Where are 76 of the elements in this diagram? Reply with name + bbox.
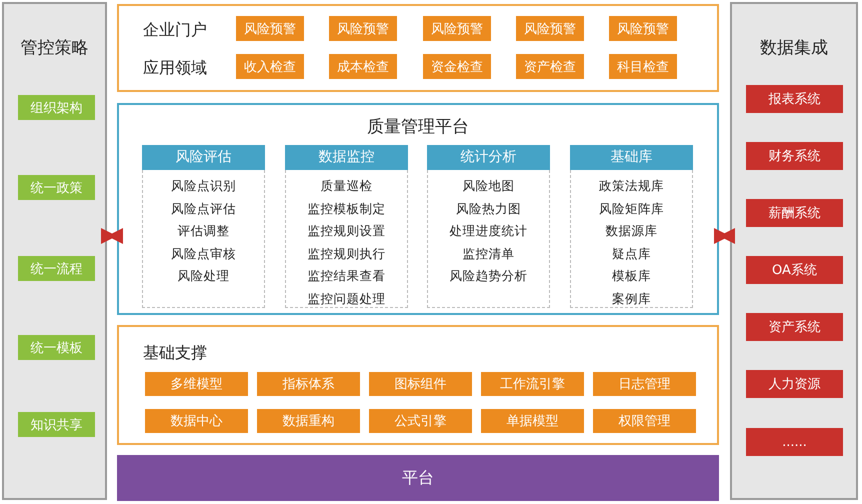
strategy-tag: 统一政策 <box>18 175 95 200</box>
double-arrow <box>714 228 735 244</box>
row-label: 应用领域 <box>143 58 207 79</box>
column-header: 基础库 <box>570 145 693 170</box>
module-tag: 风险预警 <box>423 16 491 41</box>
system-tag: 财务系统 <box>746 142 843 170</box>
module-column <box>427 145 550 308</box>
module-column <box>570 145 693 308</box>
panel-title: 数据集成 <box>759 37 829 59</box>
module-tag: 成本检查 <box>329 54 397 79</box>
list-item: 监控规则执行 <box>306 246 386 262</box>
module-tag: 数据中心 <box>145 409 248 433</box>
double-arrow <box>101 228 123 244</box>
module-tag: 图标组件 <box>369 372 472 396</box>
list-item: 质量巡检 <box>320 178 374 194</box>
module-tag: 收入检查 <box>236 54 304 79</box>
list-item: 风险点审核 <box>170 246 237 262</box>
list-item: 风险点识别 <box>170 178 237 194</box>
module-tag: 风险预警 <box>236 16 304 41</box>
layer-panel <box>117 4 719 92</box>
strategy-tag: 组织架构 <box>18 95 95 120</box>
platform-title: 质量管理平台 <box>366 116 470 138</box>
list-item: 监控问题处理 <box>306 290 386 306</box>
list-item: 监控模板制定 <box>306 200 386 216</box>
row-label: 企业门户 <box>143 20 207 41</box>
module-tag: 风险预警 <box>329 16 397 41</box>
column-header: 数据监控 <box>285 145 408 170</box>
list-item: 处理进度统计 <box>448 223 528 239</box>
side-panel <box>730 2 858 500</box>
list-item: 疑点库 <box>611 246 652 262</box>
module-tag: 风险预警 <box>609 16 677 41</box>
list-item: 案例库 <box>611 290 652 306</box>
system-tag: 资产系统 <box>746 313 843 341</box>
module-tag: 指标体系 <box>257 372 360 396</box>
list-item: 监控结果查看 <box>306 268 386 284</box>
system-tag: 人力资源 <box>746 370 843 398</box>
list-item: 监控清单 <box>462 246 516 262</box>
strategy-tag: 统一模板 <box>18 335 95 360</box>
module-tag: 权限管理 <box>593 409 696 433</box>
list-item: 数据源库 <box>604 223 658 239</box>
list-item: 风险点评估 <box>170 200 237 216</box>
list-item: 风险热力图 <box>455 200 522 216</box>
system-tag: ...... <box>746 428 843 456</box>
strategy-tag: 知识共享 <box>18 412 95 437</box>
strategy-tag: 统一流程 <box>18 256 95 281</box>
module-tag: 科目检查 <box>609 54 677 79</box>
panel-title: 管控策略 <box>20 37 90 59</box>
module-tag: 单据模型 <box>481 409 584 433</box>
module-tag: 风险预警 <box>516 16 584 41</box>
module-tag: 工作流引擎 <box>481 372 584 396</box>
system-tag: 薪酬系统 <box>746 199 843 227</box>
module-column <box>285 145 408 308</box>
module-column <box>142 145 265 308</box>
column-header: 统计分析 <box>427 145 550 170</box>
list-item: 风险处理 <box>176 268 230 284</box>
list-item: 政策法规库 <box>598 178 665 194</box>
module-tag: 数据重构 <box>257 409 360 433</box>
list-item: 模板库 <box>611 268 652 284</box>
list-item: 评估调整 <box>176 223 230 239</box>
system-tag: 报表系统 <box>746 85 843 113</box>
system-tag: OA系统 <box>746 256 843 284</box>
module-tag: 资金检查 <box>423 54 491 79</box>
side-panel <box>2 2 107 500</box>
list-item: 风险地图 <box>462 178 516 194</box>
layer-title: 基础支撑 <box>143 343 207 364</box>
list-item: 风险矩阵库 <box>598 200 665 216</box>
list-item: 风险趋势分析 <box>448 268 528 284</box>
column-header: 风险评估 <box>142 145 265 170</box>
platform-bar: 平台 <box>117 455 719 501</box>
layer-panel <box>117 325 719 445</box>
list-item: 监控规则设置 <box>306 223 386 239</box>
module-tag: 资产检查 <box>516 54 584 79</box>
module-tag: 日志管理 <box>593 372 696 396</box>
module-tag: 多维模型 <box>145 372 248 396</box>
module-tag: 公式引擎 <box>369 409 472 433</box>
platform-panel <box>117 103 719 315</box>
